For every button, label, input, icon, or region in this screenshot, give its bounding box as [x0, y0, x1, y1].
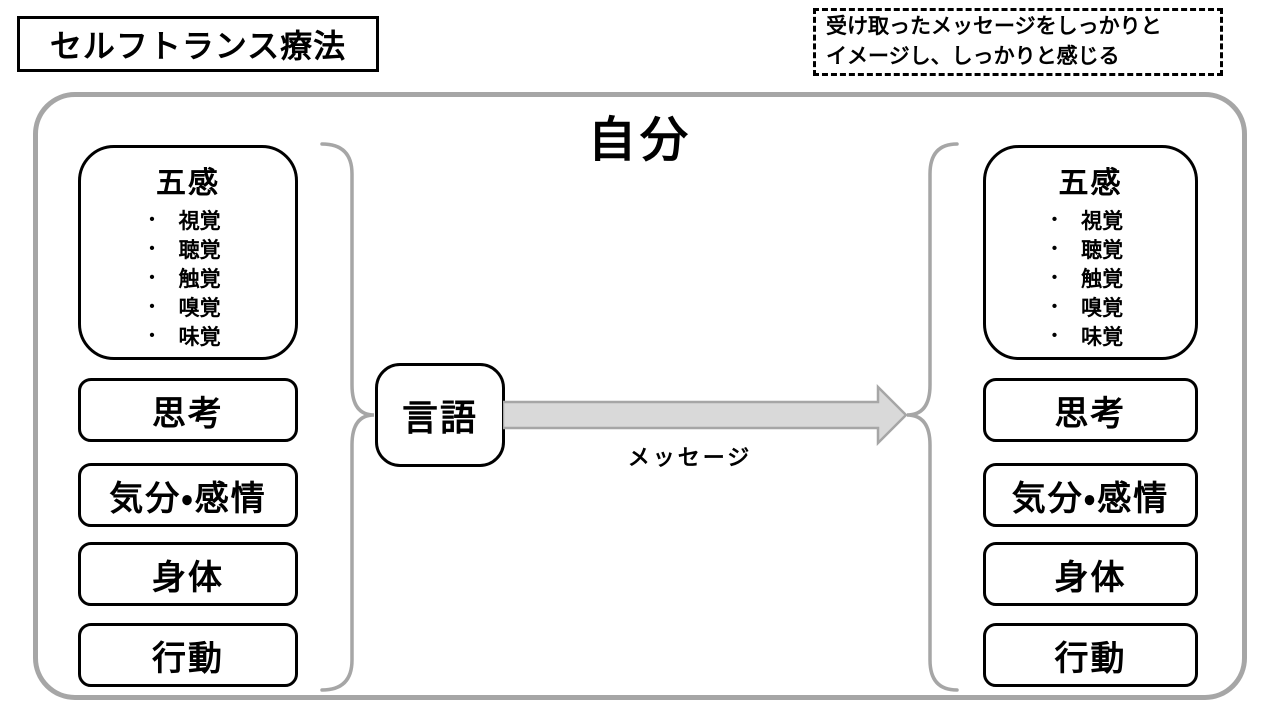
- sense-item: • 嗅覚: [81, 292, 295, 321]
- bullet-icon: •: [149, 240, 155, 257]
- bullet-icon: •: [1051, 327, 1058, 344]
- sense-item-label: 聴覚: [178, 238, 221, 262]
- bullet-icon: •: [149, 298, 155, 315]
- right-senses-box: 五感 • 視覚 • 聴覚 • 触覚 • 嗅覚 • 味覚: [983, 145, 1198, 360]
- sense-item: • 味覚: [81, 321, 295, 350]
- sense-item-label: 嗅覚: [178, 296, 221, 320]
- sense-item-label: 聴覚: [1081, 238, 1124, 262]
- bullet-icon: •: [149, 211, 155, 228]
- left-senses-box: 五感 • 視覚 • 聴覚 • 触覚 • 嗅覚 • 味覚: [78, 145, 298, 360]
- self-label: 自分: [587, 114, 692, 167]
- left-thought-box: 思考: [78, 378, 298, 442]
- left-brace: [320, 142, 375, 692]
- left-mood-emotion-box: 気分・感情: [78, 463, 298, 527]
- sense-item: • 触覚: [81, 263, 295, 292]
- sense-item-label: 視覚: [178, 209, 221, 233]
- left-senses-title: 五感: [156, 167, 220, 200]
- sense-item: • 触覚: [986, 263, 1195, 292]
- sense-item-label: 視覚: [1081, 209, 1124, 233]
- sense-item-label: 味覚: [1081, 325, 1124, 349]
- diagram-title: セルフトランス療法: [17, 16, 379, 72]
- sense-item: • 視覚: [81, 205, 295, 234]
- bullet-icon: •: [1051, 298, 1058, 315]
- sense-item: • 聴覚: [81, 234, 295, 263]
- sense-item: • 視覚: [986, 205, 1195, 234]
- left-senses-list: • 視覚 • 聴覚 • 触覚 • 嗅覚 • 味覚: [81, 205, 295, 350]
- left-action-box: 行動: [78, 623, 298, 687]
- instruction-note-line1: 受け取ったメッセージをしっかりと: [826, 15, 1162, 39]
- right-body-box: 身体: [983, 542, 1198, 606]
- sense-item: • 嗅覚: [986, 292, 1195, 321]
- bullet-icon: •: [149, 327, 155, 344]
- left-body-box: 身体: [78, 542, 298, 606]
- sense-item-label: 嗅覚: [1081, 296, 1124, 320]
- right-senses-list: • 視覚 • 聴覚 • 触覚 • 嗅覚 • 味覚: [986, 205, 1195, 350]
- sense-item: • 聴覚: [986, 234, 1195, 263]
- sense-item-label: 味覚: [178, 325, 221, 349]
- right-thought-box: 思考: [983, 378, 1198, 442]
- instruction-note: 受け取ったメッセージをしっかりと イメージし、しっかりと感じる: [813, 8, 1223, 76]
- right-mood-emotion-box: 気分・感情: [983, 463, 1198, 527]
- language-box: 言語: [375, 363, 505, 467]
- sense-item-label: 触覚: [1081, 267, 1124, 291]
- bullet-icon: •: [1051, 240, 1058, 257]
- bullet-icon: •: [1051, 269, 1058, 286]
- sense-item-label: 触覚: [178, 267, 221, 291]
- message-arrow: [503, 383, 908, 447]
- sense-item: • 味覚: [986, 321, 1195, 350]
- instruction-note-line2: イメージし、しっかりと感じる: [826, 45, 1120, 68]
- right-senses-title: 五感: [1058, 167, 1123, 200]
- right-action-box: 行動: [983, 623, 1198, 687]
- message-label: メッセージ: [627, 445, 753, 470]
- bullet-icon: •: [149, 269, 155, 286]
- bullet-icon: •: [1051, 211, 1058, 228]
